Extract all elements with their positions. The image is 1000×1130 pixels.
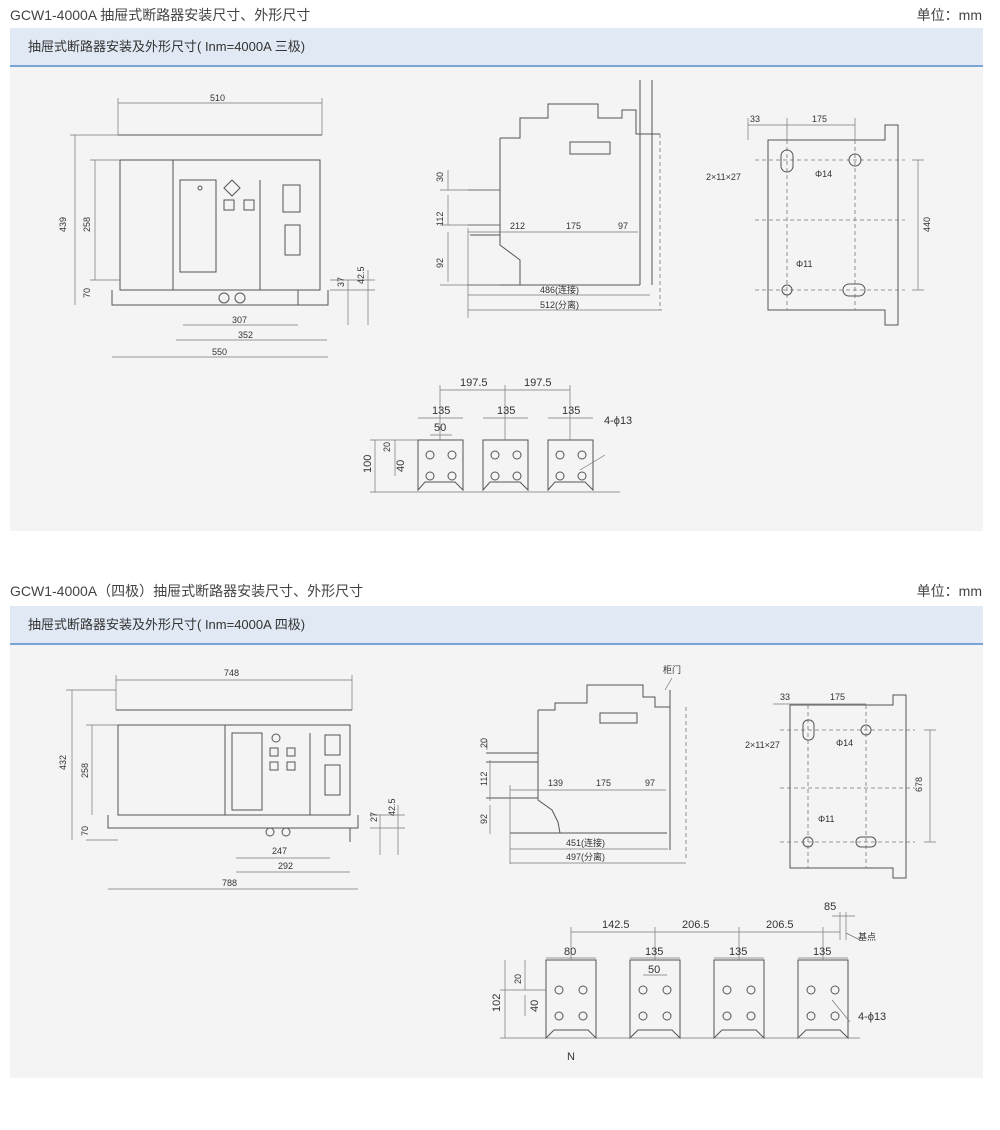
section2-panel: 抽屉式断路器安装及外形尺寸( Inm=4000A 四极)	[10, 606, 983, 1078]
section2-title: GCW1-4000A（四极）抽屉式断路器安装尺寸、外形尺寸	[10, 583, 364, 599]
section1-panel: 抽屉式断路器安装及外形尺寸( Inm=4000A 三极)	[10, 28, 983, 531]
section2-header: 抽屉式断路器安装及外形尺寸( Inm=4000A 四极)	[10, 606, 983, 645]
section1-unit: 单位：mm	[916, 7, 982, 23]
section1-header: 抽屉式断路器安装及外形尺寸( Inm=4000A 三极)	[10, 28, 983, 67]
section2-unit: 单位：mm	[916, 583, 982, 599]
section1-title: GCW1-4000A 抽屉式断路器安装尺寸、外形尺寸	[10, 7, 311, 23]
